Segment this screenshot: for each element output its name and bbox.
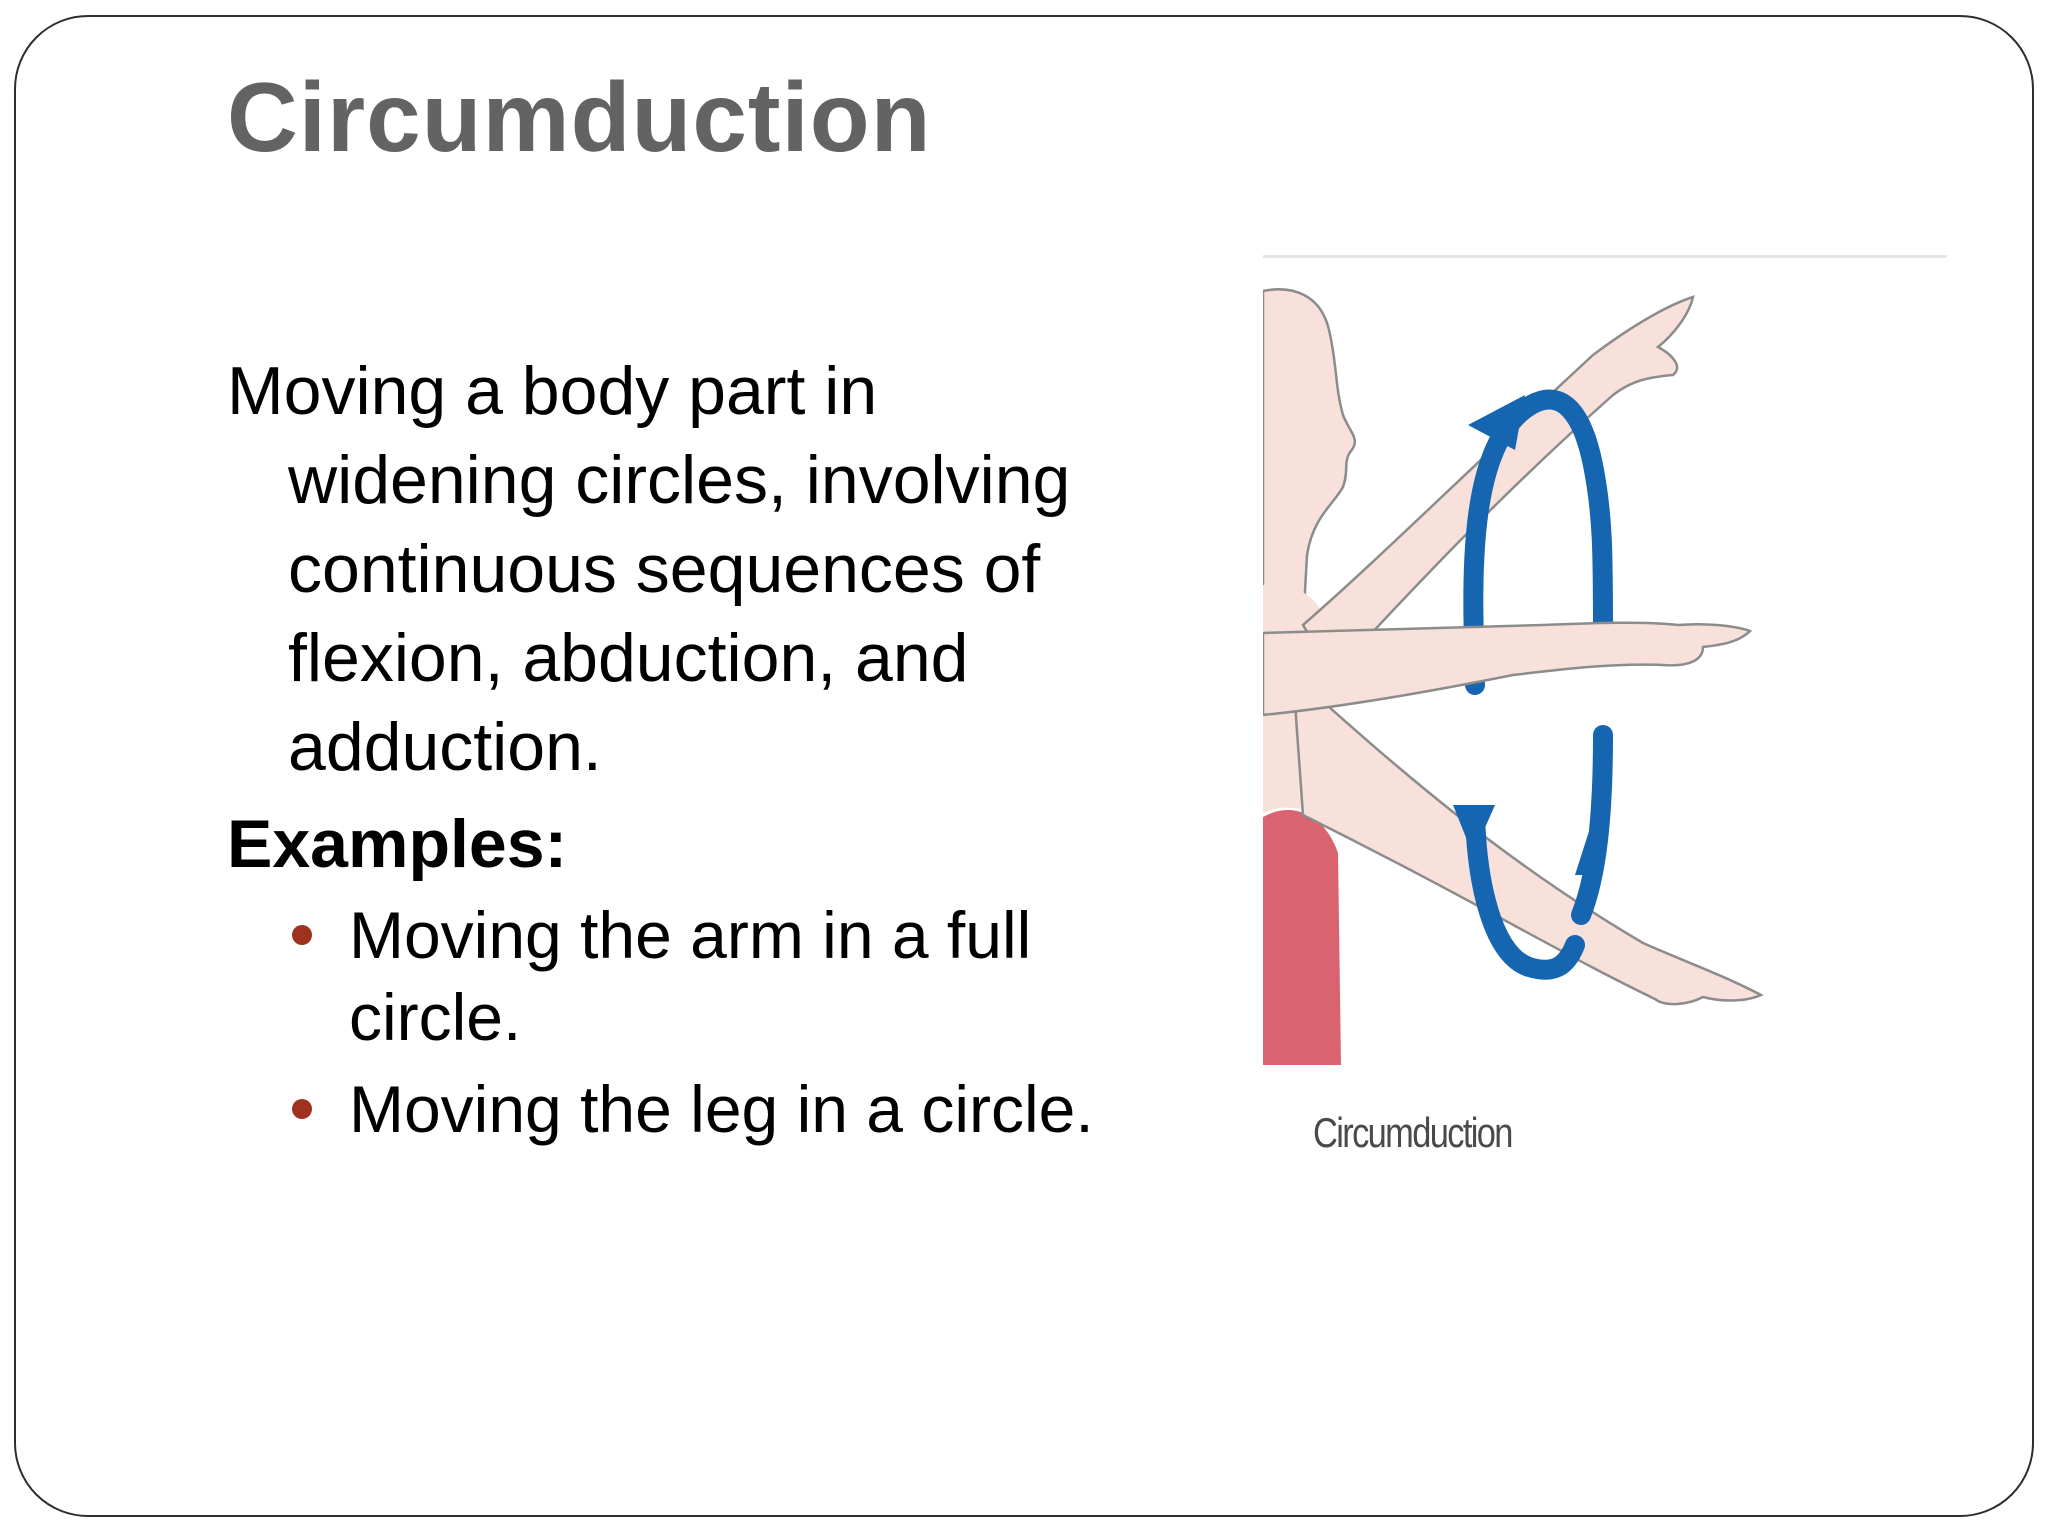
- arm-horizontal: [1263, 621, 1753, 717]
- slide: Circumduction Moving a body part in wide…: [14, 15, 2034, 1517]
- example-text: Moving the leg in a circle.: [349, 1072, 1094, 1146]
- slide-title: Circumduction: [227, 62, 932, 172]
- circular-arrow-icon: [1453, 389, 1613, 980]
- figure-top-rule: [1263, 255, 1947, 258]
- example-item-leg: Moving the leg in a circle.: [288, 1068, 1107, 1150]
- head-silhouette: [1263, 288, 1357, 629]
- figure-caption: Circumduction: [1313, 1109, 1513, 1156]
- bullet-icon: [292, 925, 312, 945]
- circumduction-illustration: [1263, 288, 1764, 1065]
- arm-raised: [1301, 295, 1695, 678]
- example-item-arm: Moving the arm in a full circle.: [288, 894, 1107, 1058]
- slide-body: Moving a body part in widening circles, …: [227, 347, 1107, 1160]
- examples-list: Moving the arm in a full circle. Moving …: [227, 894, 1107, 1150]
- bullet-icon: [292, 1099, 312, 1119]
- example-text: Moving the arm in a full circle.: [349, 898, 1032, 1054]
- torso-shirt: [1263, 810, 1341, 1065]
- definition-text: Moving a body part in widening circles, …: [227, 353, 1071, 785]
- examples-heading: Examples:: [227, 806, 568, 882]
- circumduction-figure: Circumduction: [1263, 255, 1963, 1175]
- arm-lowered: [1291, 672, 1764, 1006]
